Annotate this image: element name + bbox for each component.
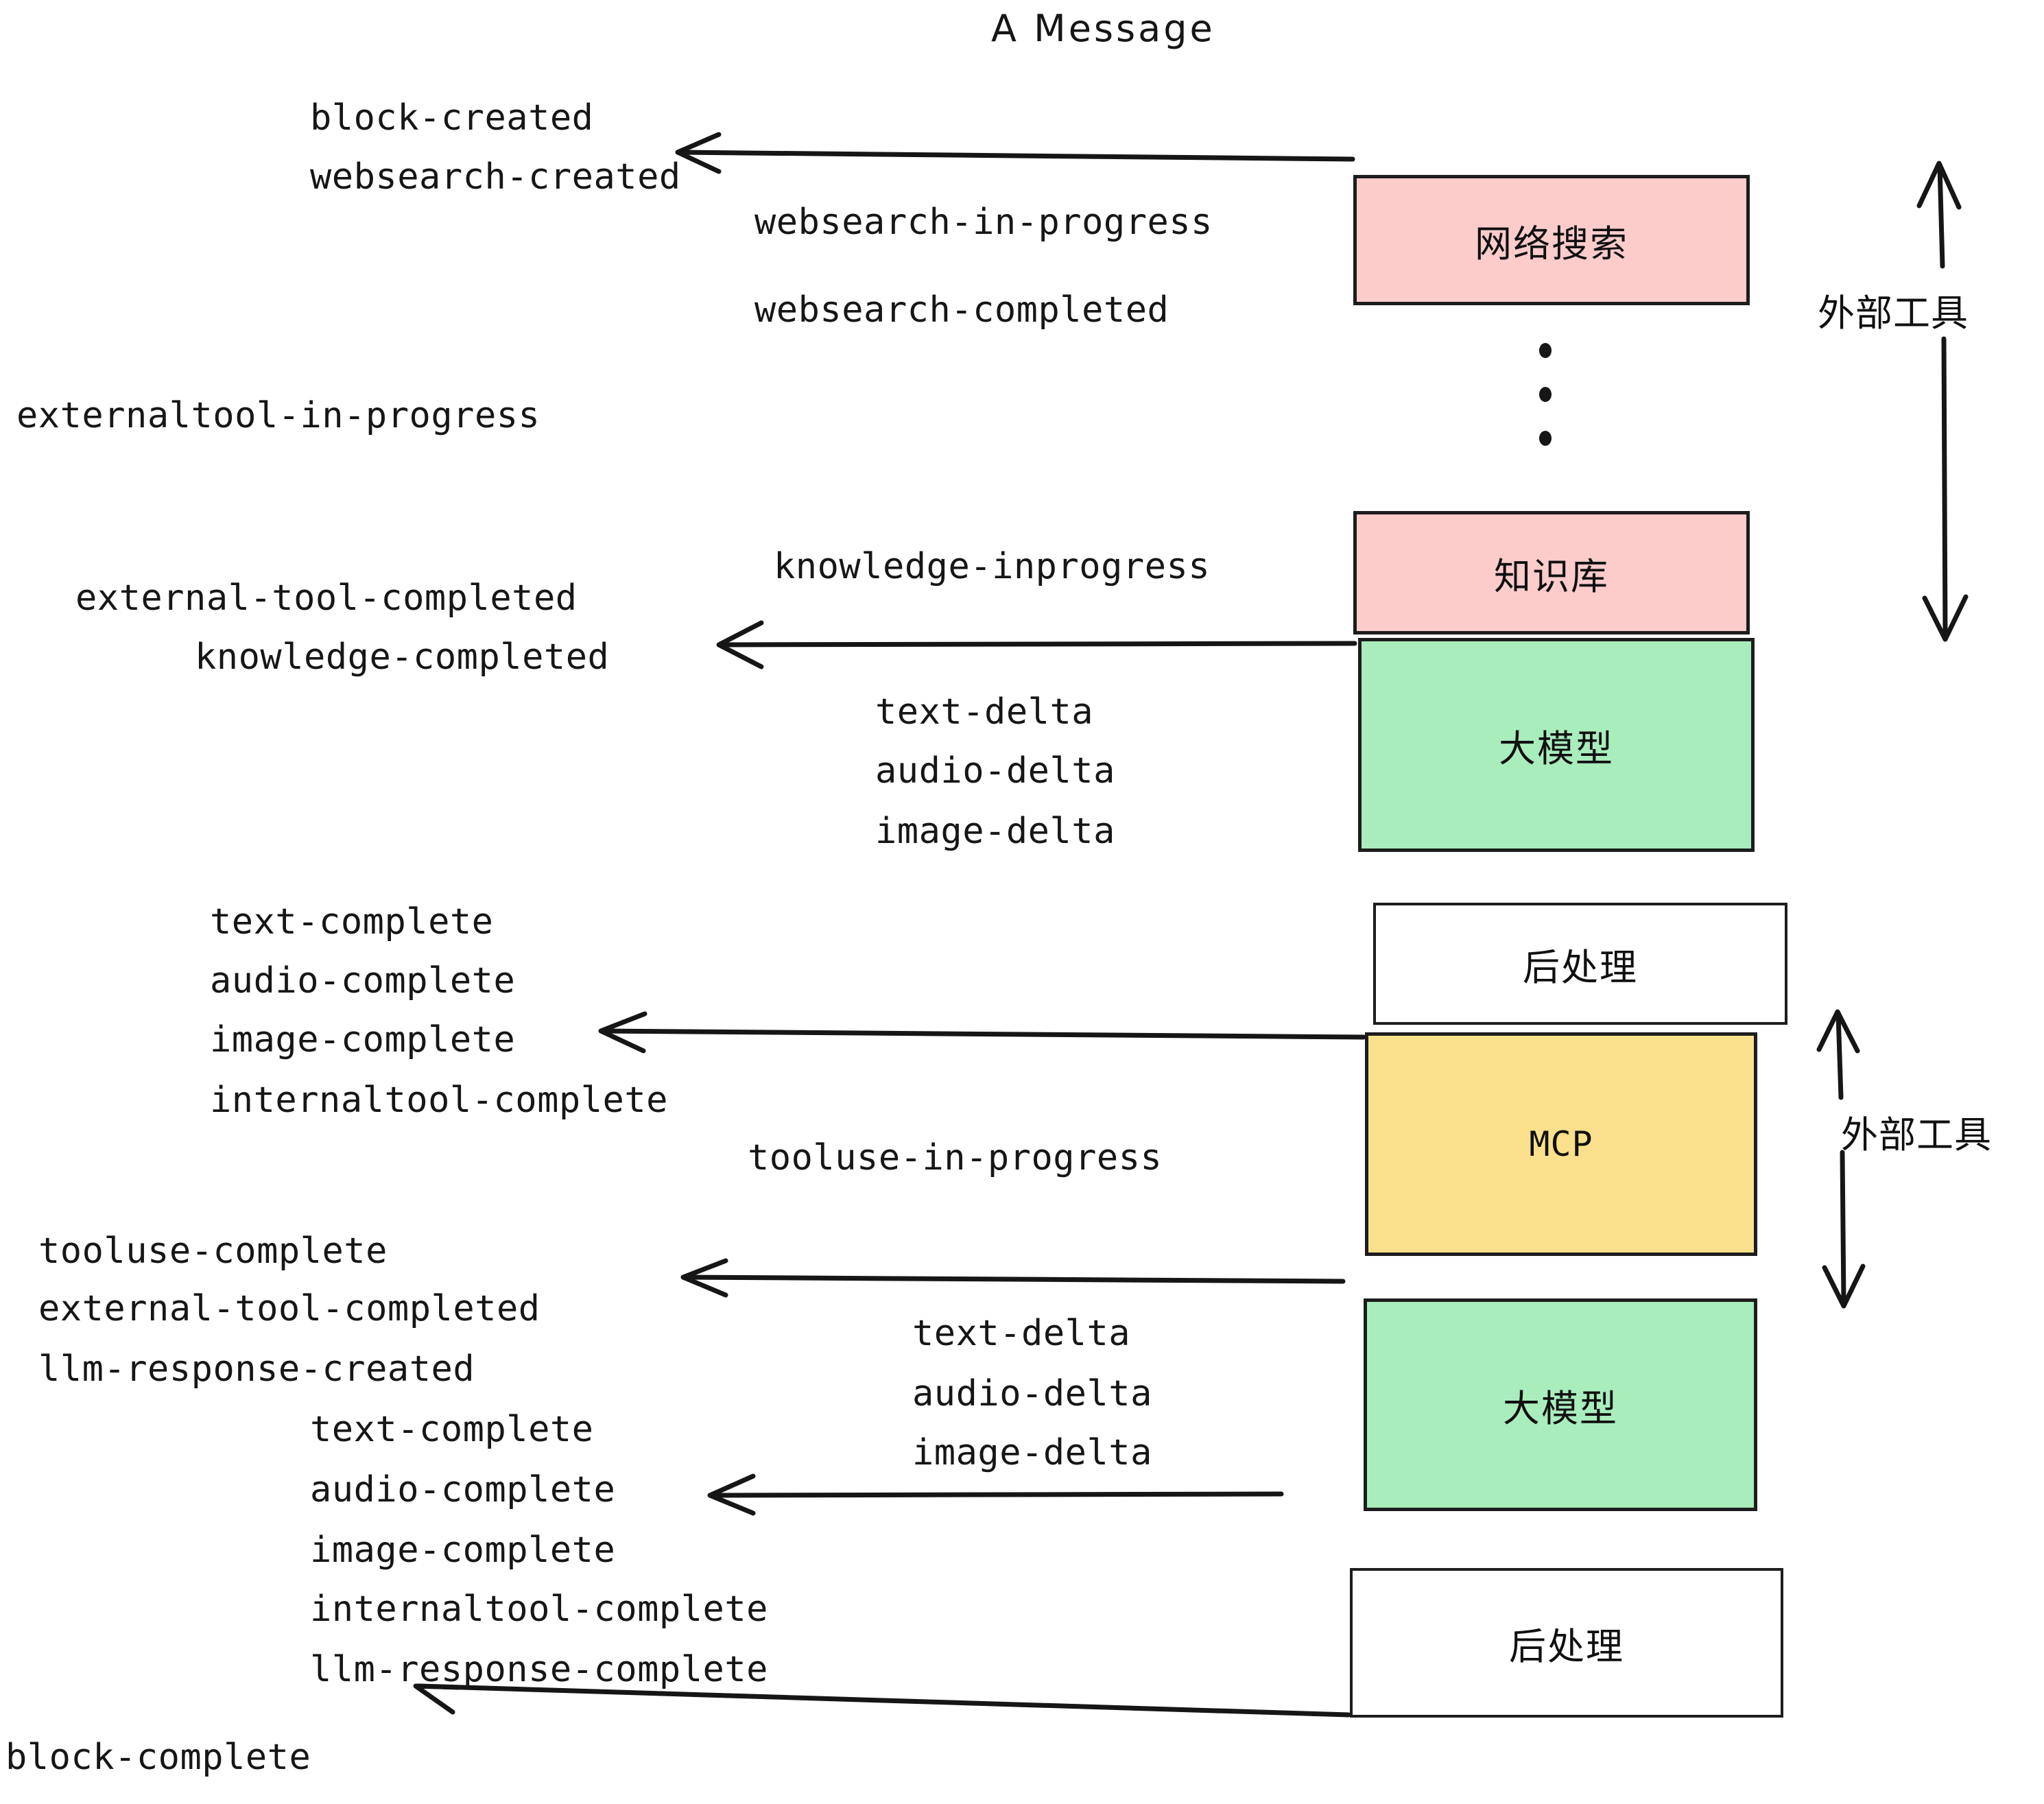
event-llm-response-created: llm-response-created bbox=[38, 1349, 475, 1390]
box-postprocess-1-label: 后处理 bbox=[1523, 945, 1638, 989]
event-websearch-in-progress: websearch-in-progress bbox=[754, 202, 1213, 243]
box-knowledge[interactable]: 知识库 bbox=[1353, 511, 1750, 634]
arrow-external-tool-up-1 bbox=[1916, 161, 1962, 269]
event-internaltool-complete-1: internaltool-complete bbox=[210, 1080, 668, 1121]
event-internaltool-complete-2: internaltool-complete bbox=[310, 1589, 768, 1630]
arrow-knowledge-to-events bbox=[716, 620, 1357, 669]
box-llm-2[interactable]: 大模型 bbox=[1364, 1298, 1757, 1511]
event-websearch-completed: websearch-completed bbox=[754, 289, 1169, 331]
event-llm-response-complete: llm-response-complete bbox=[310, 1649, 768, 1690]
ellipsis-dot bbox=[1539, 343, 1552, 358]
event-audio-delta-2: audio-delta bbox=[912, 1373, 1152, 1414]
event-audio-complete-2: audio-complete bbox=[310, 1469, 616, 1510]
arrow-mcp-to-events bbox=[680, 1258, 1346, 1298]
event-external-tool-completed-1: external-tool-completed bbox=[75, 578, 578, 619]
event-text-delta-1: text-delta bbox=[875, 691, 1094, 733]
arrow-external-tool-up-2 bbox=[1816, 1009, 1860, 1100]
arrow-websearch-to-events bbox=[675, 132, 1355, 174]
event-image-complete-2: image-complete bbox=[310, 1530, 616, 1571]
box-postprocess-2[interactable]: 后处理 bbox=[1350, 1568, 1783, 1718]
box-websearch-label: 网络搜索 bbox=[1475, 222, 1628, 265]
box-postprocess-2-label: 后处理 bbox=[1509, 1624, 1624, 1668]
side-label-external-tool-bottom: 外部工具 bbox=[1841, 1113, 1992, 1156]
event-image-delta-1: image-delta bbox=[875, 811, 1115, 852]
arrow-llm2-to-events bbox=[707, 1473, 1284, 1516]
box-llm-2-label: 大模型 bbox=[1503, 1386, 1618, 1430]
page-title: A Message bbox=[991, 7, 1215, 50]
event-image-delta-2: image-delta bbox=[912, 1432, 1152, 1473]
box-mcp[interactable]: MCP bbox=[1365, 1032, 1757, 1256]
event-image-complete-1: image-complete bbox=[210, 1019, 516, 1060]
event-tooluse-in-progress: tooluse-in-progress bbox=[748, 1137, 1163, 1178]
arrow-postprocess2-to-events bbox=[413, 1683, 1351, 1718]
box-postprocess-1[interactable]: 后处理 bbox=[1373, 903, 1787, 1025]
event-websearch-created: websearch-created bbox=[310, 156, 681, 198]
event-text-complete-2: text-complete bbox=[310, 1409, 594, 1450]
box-llm-1-label: 大模型 bbox=[1499, 726, 1614, 770]
vertical-ellipsis bbox=[1539, 343, 1552, 475]
event-block-created: block-created bbox=[310, 97, 594, 139]
arrow-external-tool-down-1 bbox=[1922, 336, 1969, 642]
event-knowledge-completed: knowledge-completed bbox=[195, 637, 610, 678]
event-external-tool-completed-2: external-tool-completed bbox=[38, 1288, 540, 1329]
arrow-postprocess1-to-events bbox=[598, 1011, 1366, 1054]
event-knowledge-inprogress: knowledge-inprogress bbox=[774, 546, 1211, 587]
event-tooluse-complete: tooluse-complete bbox=[38, 1231, 388, 1272]
event-audio-complete-1: audio-complete bbox=[210, 960, 516, 1001]
arrow-external-tool-down-2 bbox=[1822, 1150, 1866, 1309]
box-websearch[interactable]: 网络搜索 bbox=[1353, 175, 1750, 305]
ellipsis-dot bbox=[1539, 431, 1552, 446]
ellipsis-dot bbox=[1539, 387, 1552, 402]
box-mcp-label: MCP bbox=[1529, 1124, 1593, 1164]
side-label-external-tool-top: 外部工具 bbox=[1818, 292, 1969, 335]
event-text-delta-2: text-delta bbox=[912, 1313, 1131, 1354]
event-text-complete-1: text-complete bbox=[210, 901, 494, 942]
event-block-complete: block-complete bbox=[5, 1737, 311, 1778]
box-knowledge-label: 知识库 bbox=[1494, 554, 1609, 598]
event-externaltool-in-progress: externaltool-in-progress bbox=[16, 395, 540, 436]
event-audio-delta-1: audio-delta bbox=[875, 750, 1115, 792]
box-llm-1[interactable]: 大模型 bbox=[1358, 638, 1755, 852]
